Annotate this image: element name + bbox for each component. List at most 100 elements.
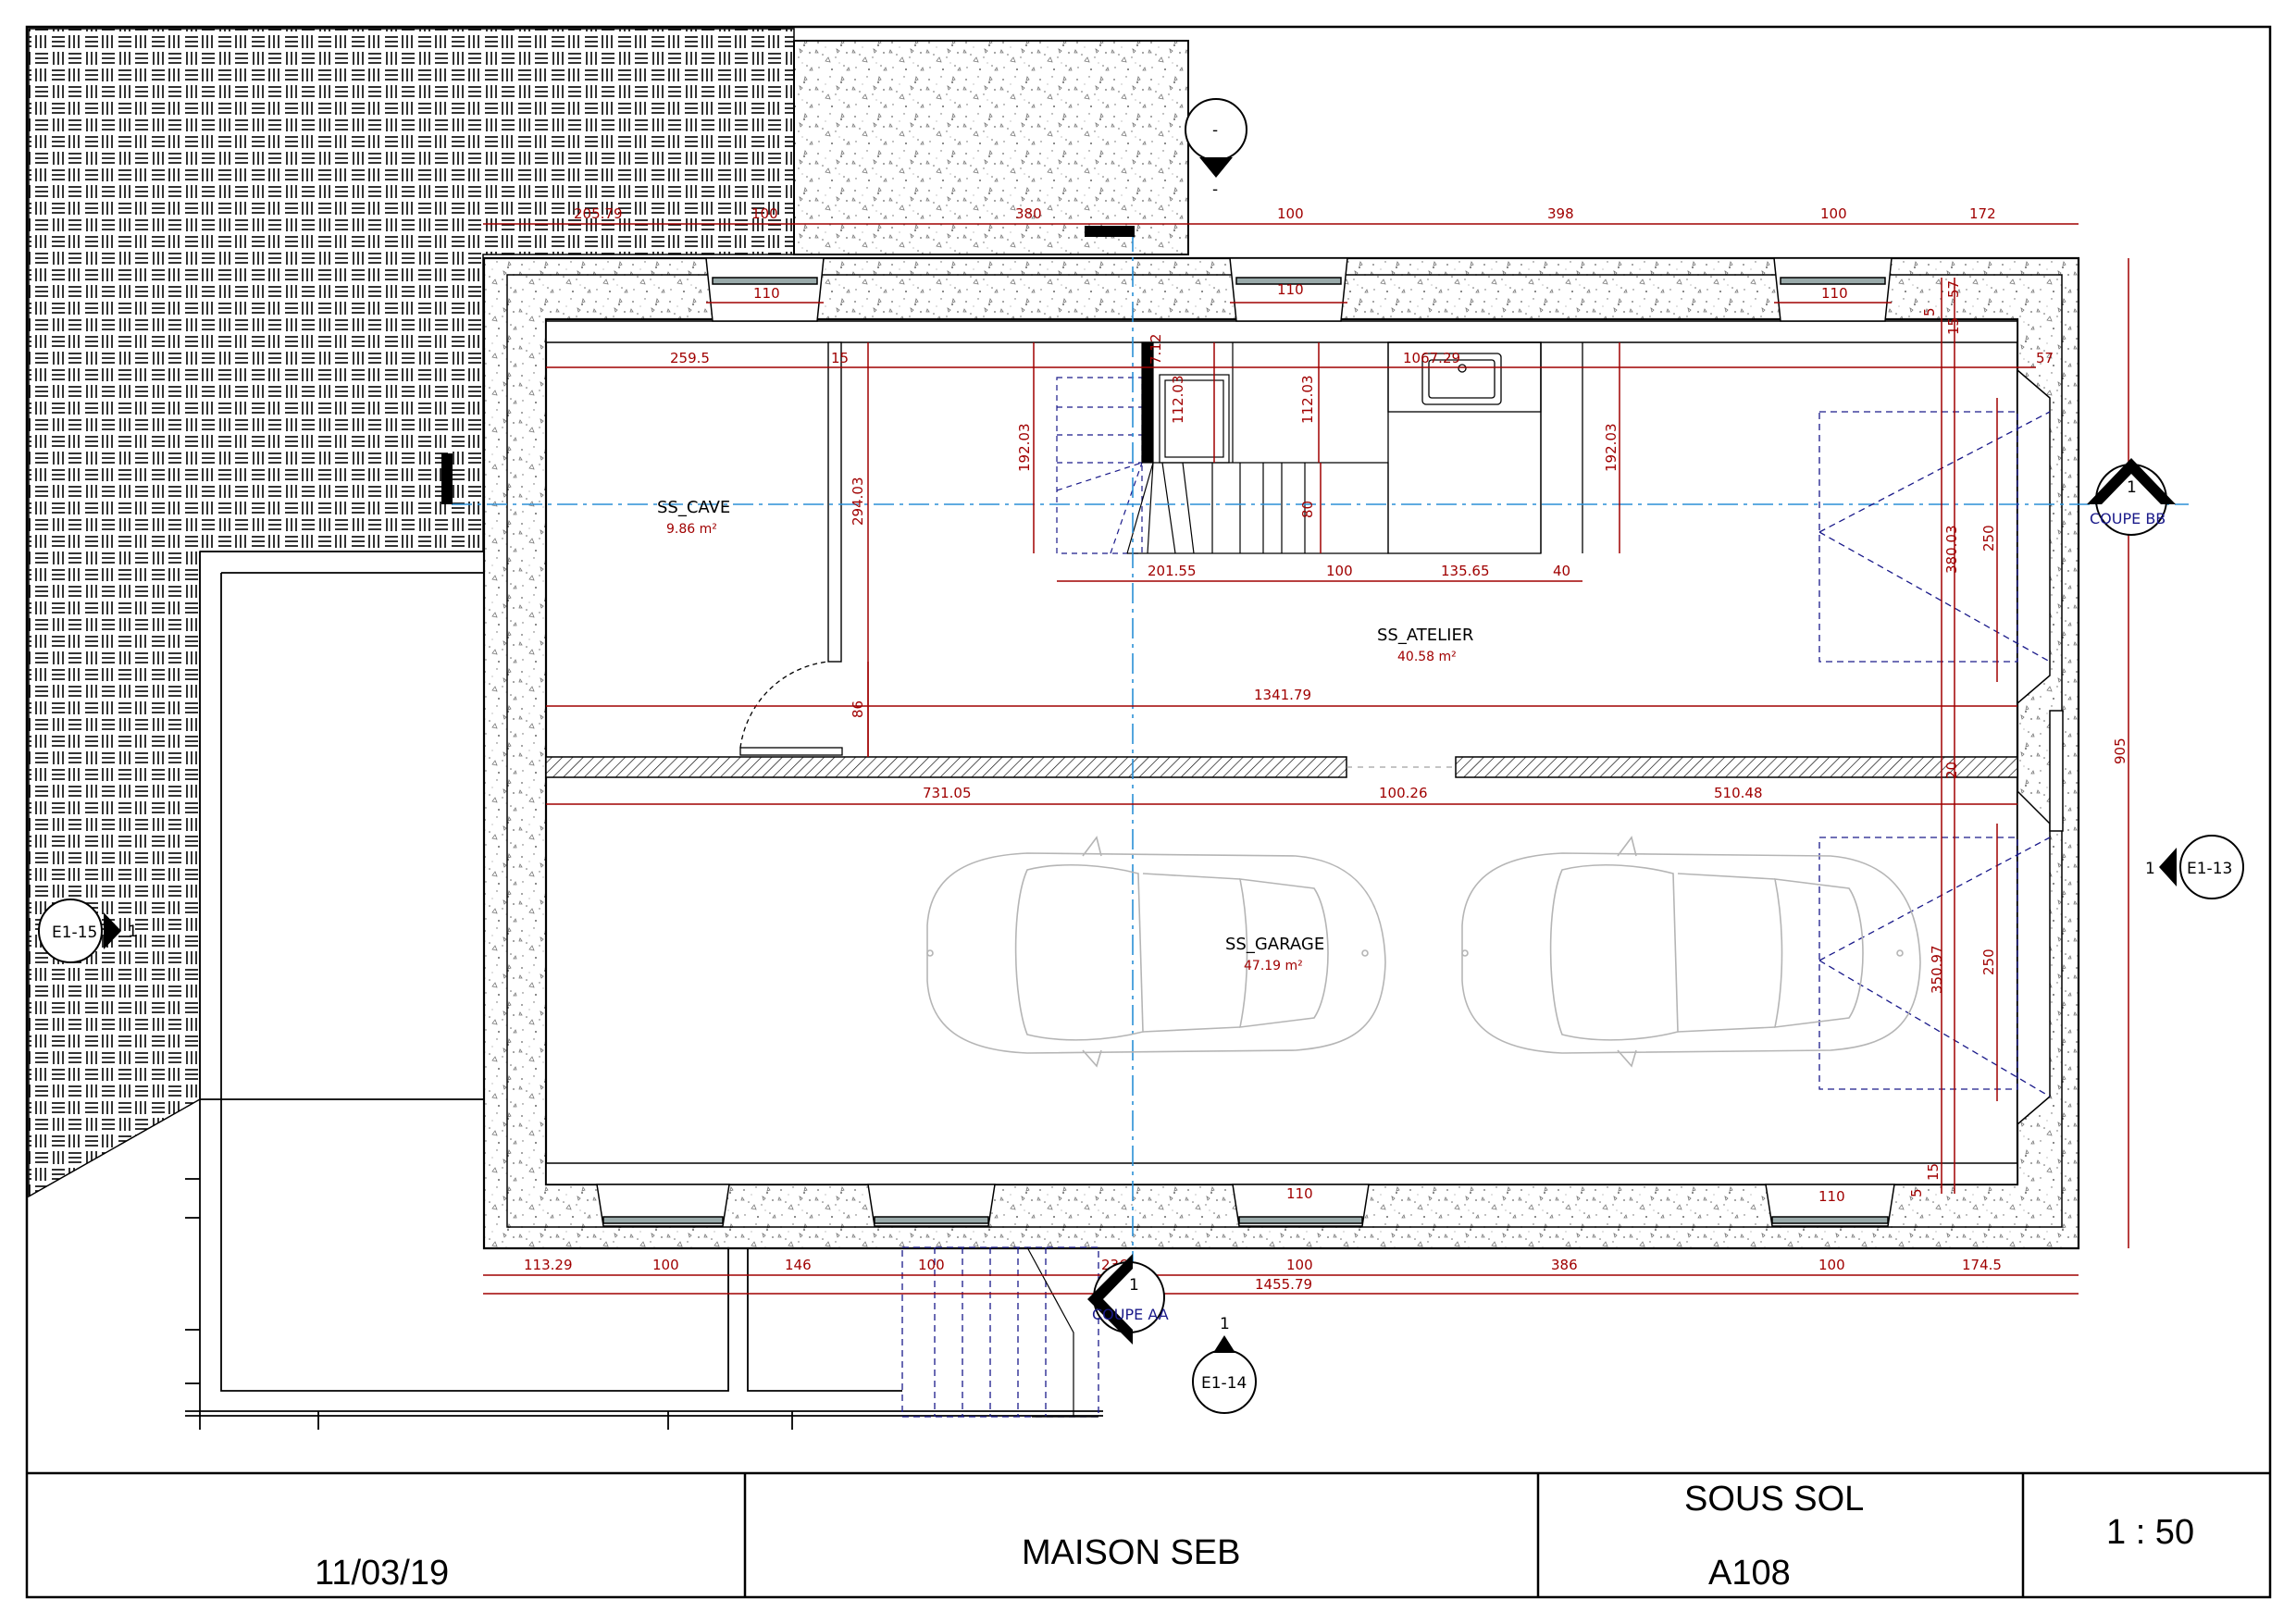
dim-top-1: 205.79 <box>574 205 623 222</box>
dim-window-2: 110 <box>1277 281 1304 298</box>
dim-top-5: 398 <box>1547 205 1574 222</box>
dim-door-86: 86 <box>850 700 866 718</box>
dim-bottom-6: 100 <box>1286 1257 1313 1273</box>
dim-wall-15: 15 <box>831 350 849 366</box>
marker-top: - - <box>1185 98 1247 199</box>
marker-coupe-aa: 1 COUPE AA <box>1087 1254 1169 1345</box>
dim-right-250b: 250 <box>1980 948 1997 975</box>
dim-bottom-3: 146 <box>785 1257 812 1273</box>
room-name-atelier: SS_ATELIER <box>1377 626 1473 645</box>
dim-window-5: 110 <box>1818 1188 1845 1205</box>
dim-row-201: 201.55 <box>1148 563 1197 579</box>
dim-bottom-8: 100 <box>1818 1257 1845 1273</box>
dim-top-6: 100 <box>1820 205 1847 222</box>
dim-right-57: 57 <box>2036 350 2054 366</box>
sheet-frame <box>25 25 2272 1599</box>
room-labels: SS_CAVE 9.86 m² SS_ATELIER 40.58 m² SS_G… <box>657 498 1473 973</box>
section-axes <box>452 231 2189 1286</box>
room-area-atelier: 40.58 m² <box>1397 650 1457 664</box>
dim-right-5: 5 <box>1908 1188 1925 1197</box>
dim-right-20: 20 <box>1943 762 1960 779</box>
left-annex <box>185 551 1103 1430</box>
dim-bottom-total: 1455.79 <box>1255 1276 1312 1293</box>
dim-right-5b: 5 <box>1921 307 1938 316</box>
exterior-stair <box>1026 1246 1098 1418</box>
dim-top-3: 380 <box>1015 205 1042 222</box>
marker-top-lower: - <box>1212 180 1218 199</box>
dim-right-350: 350.97 <box>1929 946 1945 995</box>
dim-bottom-1: 113.29 <box>524 1257 573 1273</box>
dim-atelier-width: 1341.79 <box>1254 687 1311 703</box>
dim-wall-right: 510.48 <box>1714 785 1763 801</box>
dim-wc-h: 192.03 <box>1603 424 1620 473</box>
dim-right-380: 380.03 <box>1943 526 1960 575</box>
dim-step-80: 80 <box>1299 501 1316 518</box>
marker-coupe-bb-num: 1 <box>2127 478 2137 497</box>
marker-top-upper: - <box>1212 121 1218 140</box>
stairs <box>1056 341 1389 554</box>
marker-e1-14: 1 E1-14 <box>1192 1315 1257 1414</box>
dim-bottom-4: 100 <box>918 1257 945 1273</box>
title-date: 11/03/19 <box>315 1554 449 1593</box>
dim-row-40: 40 <box>1553 563 1570 579</box>
entrance-slab <box>793 40 1189 255</box>
dim-bottom-9: 174.5 <box>1962 1257 2002 1273</box>
car-right <box>1461 836 1921 1068</box>
dim-wall-gap: 100.26 <box>1379 785 1428 801</box>
dim-bottom-7: 386 <box>1551 1257 1578 1273</box>
dim-right-15b: 15 <box>1945 317 1962 335</box>
marker-e1-15-num: 1 <box>128 923 138 941</box>
marker-coupe-bb: 1 COUPE BB <box>2087 458 2176 536</box>
dim-top-4: 100 <box>1277 205 1304 222</box>
title-sheet-number: A108 <box>1708 1554 1791 1593</box>
marker-e1-13: 1 E1-13 <box>2145 835 2244 899</box>
dim-kitchen-h2: 112.03 <box>1299 376 1316 425</box>
dim-row-135: 135.65 <box>1441 563 1490 579</box>
dim-right-15: 15 <box>1925 1163 1942 1181</box>
dim-top-2: 100 <box>751 205 778 222</box>
dim-stair-inner: 7.12 <box>1148 334 1164 365</box>
room-area-garage: 47.19 m² <box>1244 959 1303 973</box>
marker-e1-14-num: 1 <box>1220 1315 1230 1333</box>
cave-door <box>739 661 843 756</box>
marker-e1-13-num: 1 <box>2145 860 2155 878</box>
marker-e1-15-label: E1-15 <box>52 924 97 942</box>
dim-stair-h: 192.03 <box>1016 424 1033 473</box>
room-name-cave: SS_CAVE <box>657 498 730 517</box>
dim-kitchen-width: 1067.29 <box>1403 350 1460 366</box>
title-project: MAISON SEB <box>1022 1533 1241 1572</box>
car-left <box>926 836 1386 1068</box>
interior-walls <box>545 341 2018 778</box>
dim-wall-left: 731.05 <box>923 785 972 801</box>
marker-coupe-bb-label: COUPE BB <box>2090 510 2166 527</box>
title-block <box>27 1471 2270 1597</box>
dim-right-57b: 57 <box>1945 280 1962 298</box>
dim-bottom-2: 100 <box>652 1257 679 1273</box>
dim-total-height: 905 <box>2112 738 2128 764</box>
title-sheet-title: SOUS SOL <box>1684 1480 1864 1519</box>
marker-coupe-aa-num: 1 <box>1129 1276 1139 1295</box>
terrace-paving <box>28 28 795 1198</box>
dim-window-3: 110 <box>1821 285 1848 302</box>
section-cut-marker <box>1085 226 1135 237</box>
marker-e1-15: E1-15 1 <box>38 899 138 963</box>
kitchen <box>1387 341 1583 554</box>
marker-coupe-aa-label: COUPE AA <box>1092 1306 1169 1323</box>
building-walls <box>482 256 2080 1250</box>
dimension-lines <box>483 223 2129 1295</box>
dim-row-100: 100 <box>1326 563 1353 579</box>
dim-right-250a: 250 <box>1980 525 1997 552</box>
title-scale: 1 : 50 <box>2106 1513 2194 1552</box>
dim-cave-width: 259.5 <box>670 350 710 366</box>
dim-window-1: 110 <box>753 285 780 302</box>
dim-kitchen-h: 112.03 <box>1170 376 1186 425</box>
marker-e1-13-label: E1-13 <box>2187 860 2232 878</box>
dim-window-4: 110 <box>1286 1185 1313 1202</box>
room-name-garage: SS_GARAGE <box>1225 935 1324 954</box>
dim-cave-height: 294.03 <box>850 477 866 527</box>
dim-top-7: 172 <box>1969 205 1996 222</box>
dimension-labels: 205.79 100 380 100 398 100 172 110 110 1… <box>524 205 2128 1293</box>
marker-e1-14-label: E1-14 <box>1201 1374 1247 1393</box>
room-area-cave: 9.86 m² <box>666 522 717 537</box>
